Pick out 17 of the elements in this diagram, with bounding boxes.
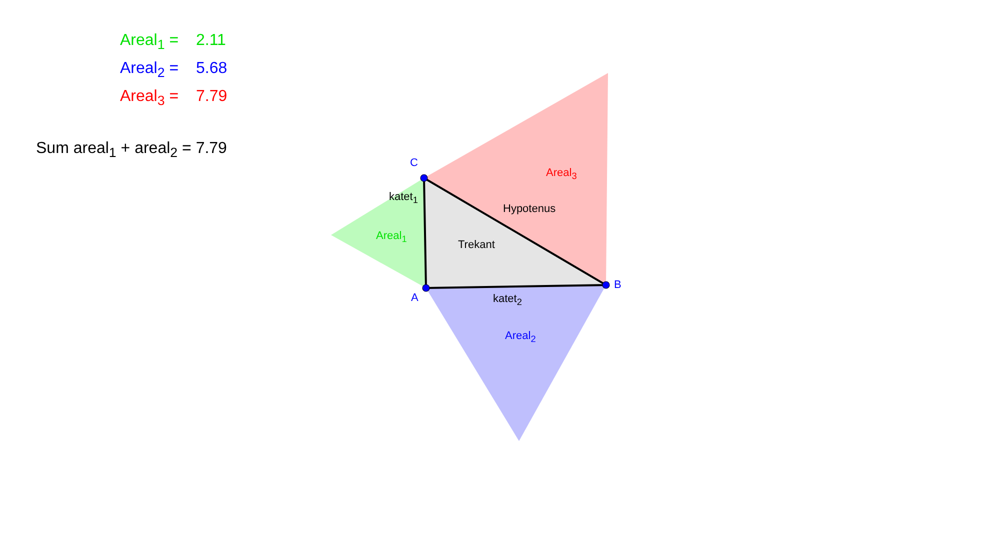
value-text: 2.11 xyxy=(196,32,226,50)
triangle-label: Trekant xyxy=(458,239,495,252)
area-label: Areal$_{3}$ xyxy=(546,167,577,182)
value-text: 5.68 xyxy=(196,60,228,78)
formula-text: Areal$_{2}$ = xyxy=(120,60,179,81)
vertex-label: A xyxy=(411,292,418,304)
vertex-label: C xyxy=(410,157,418,170)
value-text: 7.79 xyxy=(196,88,228,106)
area-label: Areal$_{2}$ xyxy=(505,330,536,344)
side-label: katet$_{2}$ xyxy=(493,293,522,308)
area-label: Areal$_{1}$ xyxy=(376,230,407,244)
side-label: katet$_{1}$ xyxy=(389,191,418,206)
vertex-label: B xyxy=(614,279,622,292)
formula-text: Areal$_{3}$ = xyxy=(120,88,179,109)
side-label: Hypotenus xyxy=(503,203,556,216)
formula-text: Areal$_{1}$ = xyxy=(120,32,179,53)
sum-formula-text: Sum areal$_{1}$ + areal$_{2}$ = 7.79 xyxy=(36,140,227,161)
